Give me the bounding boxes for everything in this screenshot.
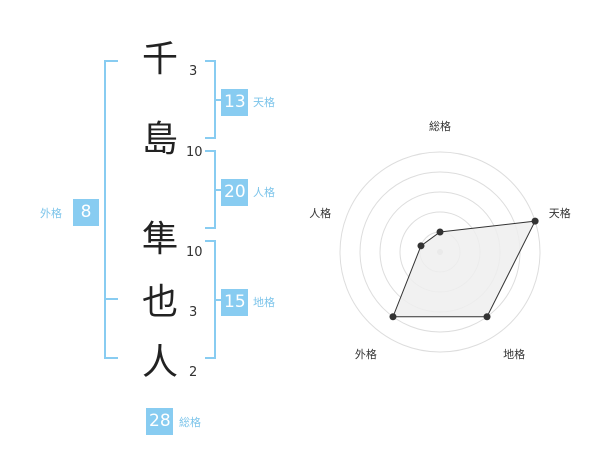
stroke-count-5: 2 — [189, 365, 198, 380]
tenkaku-label: 天格 — [253, 96, 275, 109]
stroke-count-1: 3 — [189, 64, 198, 79]
gaikaku-value: 8 — [73, 199, 99, 226]
jinkaku-label: 人格 — [253, 186, 275, 199]
gaikaku-label: 外格 — [40, 207, 62, 220]
jinkaku-bracket — [205, 150, 216, 229]
stroke-count-3: 10 — [186, 245, 203, 260]
radar-axis-label-4: 外格 — [355, 347, 377, 361]
tenkaku-connector — [216, 99, 222, 101]
chikaku-label: 地格 — [253, 296, 275, 309]
jinkaku-value: 20 — [221, 179, 248, 206]
soukaku-label: 総格 — [179, 416, 201, 429]
radar-axis-label-1: 総格 — [429, 119, 451, 133]
stroke-count-2: 10 — [186, 145, 203, 160]
soukaku-value: 28 — [146, 408, 173, 435]
radar-point-3 — [483, 313, 491, 321]
radar-point-4 — [389, 313, 397, 321]
chikaku-connector — [216, 299, 222, 301]
tenkaku-bracket — [205, 60, 216, 139]
radar-area — [392, 220, 536, 318]
name-char-4: 也 — [141, 282, 178, 323]
radar-axis-label-5: 人格 — [309, 206, 331, 220]
radar-axis-label-3: 地格 — [503, 347, 525, 361]
gaikaku-bracket — [104, 60, 118, 359]
radar-point-5 — [417, 242, 425, 250]
name-char-5: 人 — [141, 342, 178, 383]
jinkaku-connector — [216, 189, 222, 191]
chikaku-bracket — [205, 240, 216, 359]
name-char-3: 隼 — [141, 219, 178, 260]
radar-ring — [339, 151, 541, 353]
chikaku-value: 15 — [221, 289, 248, 316]
name-char-1: 千 — [141, 39, 178, 80]
radar-point-1 — [436, 228, 444, 236]
radar-axis-label-2: 天格 — [549, 206, 571, 220]
stroke-count-4: 3 — [189, 305, 198, 320]
gaikaku-inner-tick — [104, 298, 118, 300]
tenkaku-value: 13 — [221, 89, 248, 116]
radar-point-2 — [531, 217, 539, 225]
name-char-2: 島 — [141, 119, 178, 160]
